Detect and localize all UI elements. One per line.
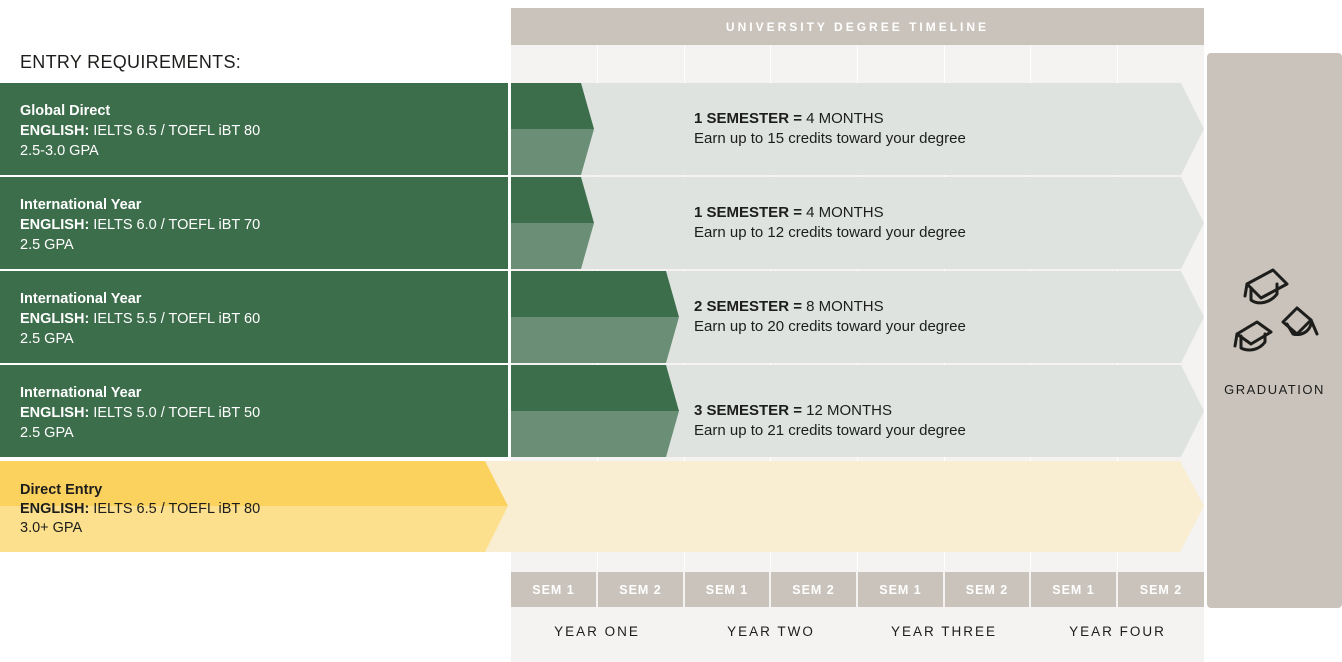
direct-entry-band: [480, 461, 1204, 552]
semester-cell: SEM 2: [598, 572, 683, 607]
pathway-name: International Year: [20, 197, 142, 213]
english-requirement: ENGLISH: IELTS 5.0 / TOEFL iBT 50: [20, 405, 261, 421]
row-duration-1: 1 SEMESTER = 4 MONTHS Earn up to 15 cred…: [694, 110, 966, 147]
pathway-arrow-2-top: [511, 177, 594, 223]
english-requirement: ENGLISH: IELTS 6.0 / TOEFL iBT 70: [20, 217, 261, 233]
gpa-requirement: 2.5 GPA: [20, 425, 74, 441]
semester-cell: SEM 2: [771, 572, 856, 607]
gpa-requirement: 3.0+ GPA: [20, 520, 83, 536]
timeline-bands: [511, 83, 1204, 457]
pathway-arrow-3-bottom: [511, 317, 679, 363]
pathway-name: Direct Entry: [20, 482, 103, 498]
pathway-arrow-4-top: [511, 365, 679, 411]
pathway-international-year-2: International Year ENGLISH: IELTS 5.5 / …: [0, 271, 508, 363]
pathway-arrows: [511, 83, 679, 457]
direct-entry-arrow: [0, 461, 508, 552]
band-arrow-1: [511, 83, 1204, 175]
year-label: YEAR THREE: [890, 624, 998, 639]
year-label: YEAR ONE: [554, 624, 640, 639]
semester-cell: SEM 2: [945, 572, 1029, 607]
row-duration-2: 1 SEMESTER = 4 MONTHS Earn up to 12 cred…: [694, 204, 966, 241]
pathway-international-year-1: International Year ENGLISH: IELTS 6.0 / …: [0, 177, 508, 269]
year-label: YEAR TWO: [727, 624, 815, 639]
semester-cell: SEM 1: [1031, 572, 1116, 607]
band-arrow-2: [511, 177, 1204, 269]
graduation-column: [1207, 53, 1342, 608]
year-label: YEAR FOUR: [1069, 624, 1166, 639]
semester-cell: SEM 1: [858, 572, 943, 607]
row-duration-4: 3 SEMESTER = 12 MONTHS Earn up to 21 cre…: [694, 402, 966, 439]
pathway-name: International Year: [20, 385, 142, 401]
pathway-name: Global Direct: [20, 103, 111, 119]
direct-band-arrow: [480, 461, 1204, 552]
pathway-arrow-1-bottom: [511, 129, 594, 175]
band-arrow-3: [511, 271, 1204, 363]
timeline-title: UNIVERSITY DEGREE TIMELINE: [511, 8, 1204, 45]
semester-cell: SEM 2: [1118, 572, 1204, 607]
pathway-arrow-3-top: [511, 271, 679, 317]
english-requirement: ENGLISH: IELTS 5.5 / TOEFL iBT 60: [20, 311, 261, 327]
pathway-direct-entry: Direct Entry ENGLISH: IELTS 6.5 / TOEFL …: [0, 461, 508, 552]
pathway-international-year-3: International Year ENGLISH: IELTS 5.0 / …: [0, 365, 508, 457]
graduation-label: GRADUATION: [1224, 382, 1325, 397]
gpa-requirement: 2.5 GPA: [20, 331, 74, 347]
pathway-arrow-2-bottom: [511, 223, 594, 269]
entry-requirements-heading: ENTRY REQUIREMENTS:: [20, 52, 242, 72]
pathway-name: International Year: [20, 291, 142, 307]
gpa-requirement: 2.5 GPA: [20, 237, 74, 253]
gpa-requirement: 2.5-3.0 GPA: [20, 143, 99, 159]
pathway-arrow-1-top: [511, 83, 594, 129]
graduation-caps-icon: [1233, 268, 1319, 352]
english-requirement: ENGLISH: IELTS 6.5 / TOEFL iBT 80: [20, 501, 261, 517]
band-arrow-4: [511, 365, 1204, 457]
english-requirement: ENGLISH: IELTS 6.5 / TOEFL iBT 80: [20, 123, 261, 139]
pathway-global-direct: Global Direct ENGLISH: IELTS 6.5 / TOEFL…: [0, 83, 508, 175]
semester-cell: SEM 1: [685, 572, 769, 607]
semester-cell: SEM 1: [511, 572, 596, 607]
pathway-arrow-4-bottom: [511, 411, 679, 457]
row-duration-3: 2 SEMESTER = 8 MONTHS Earn up to 20 cred…: [694, 298, 966, 335]
